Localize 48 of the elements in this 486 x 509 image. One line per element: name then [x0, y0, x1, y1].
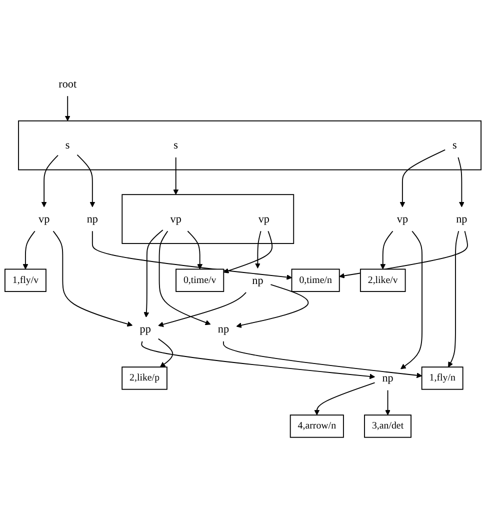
- node-box: 2,like/v: [360, 268, 406, 292]
- node-text: np: [456, 212, 468, 225]
- arrow: [52, 230, 133, 326]
- cluster: [18, 120, 482, 170]
- node-text: np: [382, 372, 394, 384]
- arrow: [64, 95, 70, 121]
- arrow: [141, 340, 375, 379]
- node-text: root: [58, 77, 77, 90]
- arrow: [380, 230, 394, 270]
- arrow: [458, 156, 464, 208]
- node-text: vp: [38, 212, 50, 225]
- arrow: [223, 230, 273, 274]
- node-box: 2,like/p: [122, 366, 168, 390]
- arrow: [187, 230, 203, 270]
- arrow: [400, 149, 446, 208]
- node-text: pp: [140, 322, 151, 335]
- node-box: 1,fly/v: [4, 268, 46, 292]
- arrow: [158, 292, 247, 327]
- node-box: 3,an/det: [364, 414, 412, 438]
- arrow: [144, 229, 164, 318]
- arrow: [236, 284, 309, 328]
- arrow: [314, 382, 376, 416]
- arrow: [173, 156, 179, 195]
- cluster: [122, 194, 294, 244]
- node-box: 0,time/n: [291, 268, 340, 292]
- arrow: [254, 230, 262, 268]
- node-text: np: [252, 274, 264, 286]
- node-text: vp: [170, 212, 182, 225]
- arrow: [222, 340, 422, 378]
- arrow: [41, 154, 58, 208]
- node-text: np: [218, 322, 230, 335]
- node-text: s: [174, 138, 178, 152]
- node-text: vp: [396, 212, 408, 225]
- arrow: [76, 154, 96, 208]
- node-text: s: [452, 138, 457, 152]
- arrow: [22, 230, 36, 270]
- arrow: [158, 338, 174, 368]
- arrow: [158, 230, 211, 325]
- node-box: 0,time/v: [176, 268, 224, 292]
- arrow: [385, 390, 390, 416]
- node-text: s: [65, 138, 70, 152]
- node-box: 4,arrow/n: [290, 414, 344, 438]
- node-text: vp: [258, 212, 270, 225]
- arrow: [448, 230, 460, 368]
- node-box: 1,fly/n: [421, 366, 464, 390]
- arrow: [92, 230, 292, 280]
- node-text: np: [86, 212, 98, 225]
- arrow: [400, 230, 422, 369]
